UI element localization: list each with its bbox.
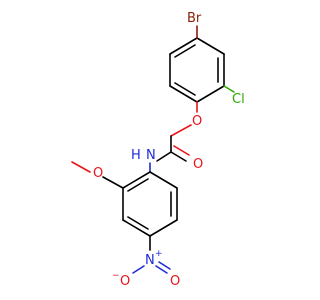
nitro-nitrogen-label: N — [145, 253, 155, 268]
methoxy-methyl-bond — [71, 161, 91, 173]
ether-oxygen-label: O — [192, 114, 202, 129]
nitro-o-right-double — [158, 261, 171, 270]
carbonyl-n-bond — [156, 151, 172, 162]
c-cl-bond — [223, 85, 235, 93]
methoxy-oxygen-label: O — [93, 166, 103, 181]
bromochlorophenyl-ring — [169, 37, 225, 103]
amide-hydrogen-label: H — [131, 148, 141, 163]
ether-ch2-bond — [170, 124, 192, 137]
nitro-minus-charge: − — [112, 271, 120, 281]
molecule-structure: Br Cl O O H N O N + O − O — [71, 11, 245, 289]
chlorine-label: Cl — [232, 92, 245, 107]
ring-methoxy-bond — [102, 176, 124, 189]
carbonyl-oxygen-label: O — [193, 157, 203, 172]
methoxy-nitrophenyl-ring — [122, 171, 178, 237]
nitro-o-right-bond — [155, 265, 168, 274]
carbonyl-c-o-bond — [170, 151, 187, 162]
nitro-oxygen-right-label: O — [170, 274, 180, 289]
nitro-oxygen-left-label: O — [120, 274, 130, 289]
bromine-label: Br — [187, 11, 202, 26]
nitro-o-left-bond — [132, 265, 145, 274]
nitro-plus-charge: + — [155, 249, 163, 259]
carbonyl-double — [173, 145, 190, 156]
amide-nitrogen-label: N — [146, 148, 156, 163]
